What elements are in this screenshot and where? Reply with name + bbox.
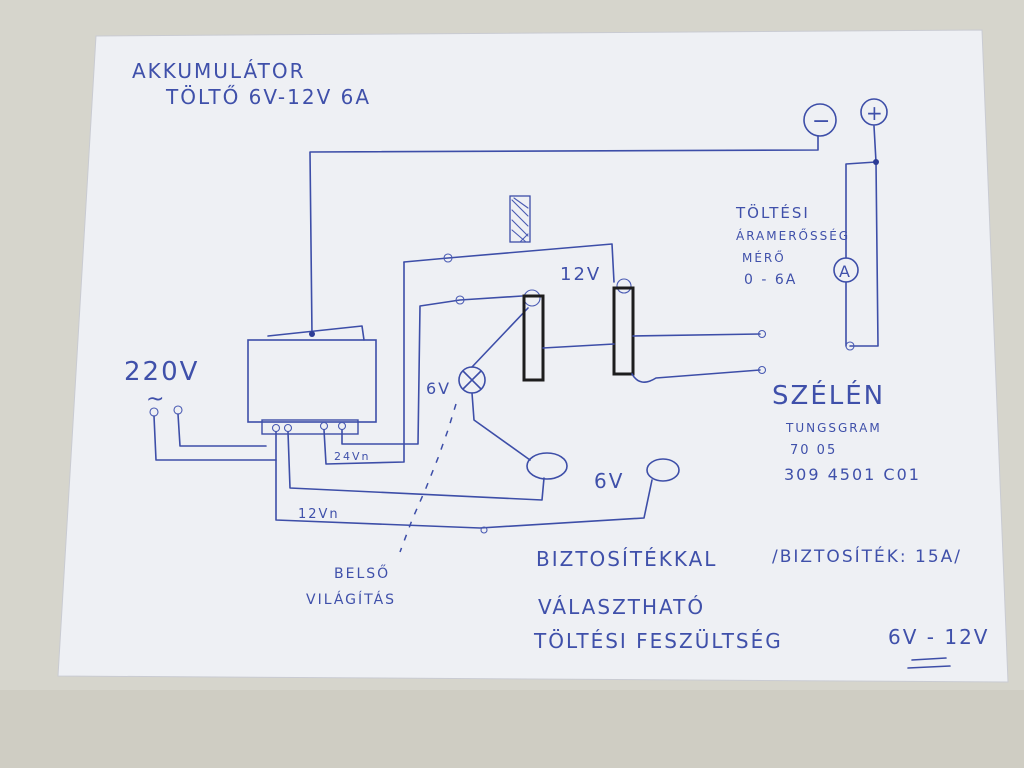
wire-mains-2 (177, 413, 267, 447)
wire-mains-1 (153, 415, 277, 461)
wire-12v-tap (341, 295, 523, 445)
desk-foreground (0, 690, 1024, 768)
footer-voltage-range: 6V - 12V (888, 625, 989, 649)
terminal-dot (443, 253, 453, 263)
wire-lamp-top (471, 307, 529, 368)
output-terminal-top (757, 329, 767, 339)
meter-label-4: 0 - 6A (744, 272, 797, 288)
title-line-1: AKKUMULÁTOR (132, 59, 306, 83)
wire-common-return (275, 459, 653, 529)
meter-label-3: MÉRŐ (742, 250, 786, 265)
fuse-socket-2-top (616, 278, 632, 294)
label-6v-output: 6V (594, 469, 624, 493)
edge-note-title: SZÉLÉN (772, 379, 885, 411)
label-220v: 220V (124, 357, 199, 387)
label-12v-bottom: 12Vn (298, 507, 340, 522)
terminal-dot (845, 341, 855, 351)
label-6v-lamp: 6V (426, 379, 451, 398)
selector-handle (509, 195, 531, 243)
negative-terminal: − (803, 103, 837, 137)
label-12v-top: 12V (560, 264, 601, 285)
wire-to-output-top (632, 333, 761, 337)
wire-meter-branch (845, 161, 877, 259)
terminal-dot (455, 295, 465, 305)
transformer (247, 325, 377, 435)
wire-24v (323, 261, 405, 465)
edge-note-code: 70 05 (790, 443, 837, 458)
meter-label-1: TÖLTÉSI (735, 203, 810, 222)
wire-negative (309, 135, 819, 337)
connector-6v-b (646, 458, 680, 482)
connector-6v-a (526, 452, 568, 480)
wire-positive-rail (849, 125, 879, 347)
meter-label-2: ÁRAMERŐSSÉG (736, 228, 850, 243)
mains-ac-symbol: ~ (146, 387, 166, 412)
wire-fuse-bridge (542, 343, 615, 349)
edge-note-part-number: 309 4501 C01 (784, 465, 921, 484)
positive-terminal-label: + (866, 101, 885, 125)
wire-to-output-bottom (631, 369, 761, 383)
footer-line-2: VÁLASZTHATÓ (538, 595, 705, 619)
fuse-1 (522, 294, 545, 382)
title-line-2: TÖLTŐ 6V-12V 6A (165, 85, 371, 109)
wire-6v-tap (287, 431, 545, 501)
paper-sheet (57, 29, 1009, 683)
footer-line-1: BIZTOSÍTÉKKAL (536, 547, 717, 571)
edge-note-brand: TUNGSGRAM (785, 421, 882, 435)
label-24v: 24Vn (334, 450, 371, 463)
terminal-dot (480, 526, 488, 534)
ammeter-symbol: A (839, 262, 852, 281)
fuse-2 (612, 286, 635, 376)
internal-lighting-line-2: VILÁGÍTÁS (306, 591, 396, 608)
internal-lighting-line-1: BELSŐ (334, 564, 390, 582)
output-terminal-bottom (757, 365, 767, 375)
footer-line-3: TÖLTÉSI FESZÜLTSÉG (533, 629, 783, 653)
footer-double-underline (907, 657, 951, 669)
positive-terminal: + (860, 98, 888, 126)
footer-fuse-note: /BIZTOSÍTÉK: 15A/ (772, 545, 962, 567)
wire-internal-lighting (399, 403, 457, 553)
negative-terminal-label: − (812, 109, 832, 134)
wire-lamp-bottom (471, 392, 531, 461)
wire-top-12v (403, 243, 615, 283)
junction-dot (873, 159, 879, 165)
